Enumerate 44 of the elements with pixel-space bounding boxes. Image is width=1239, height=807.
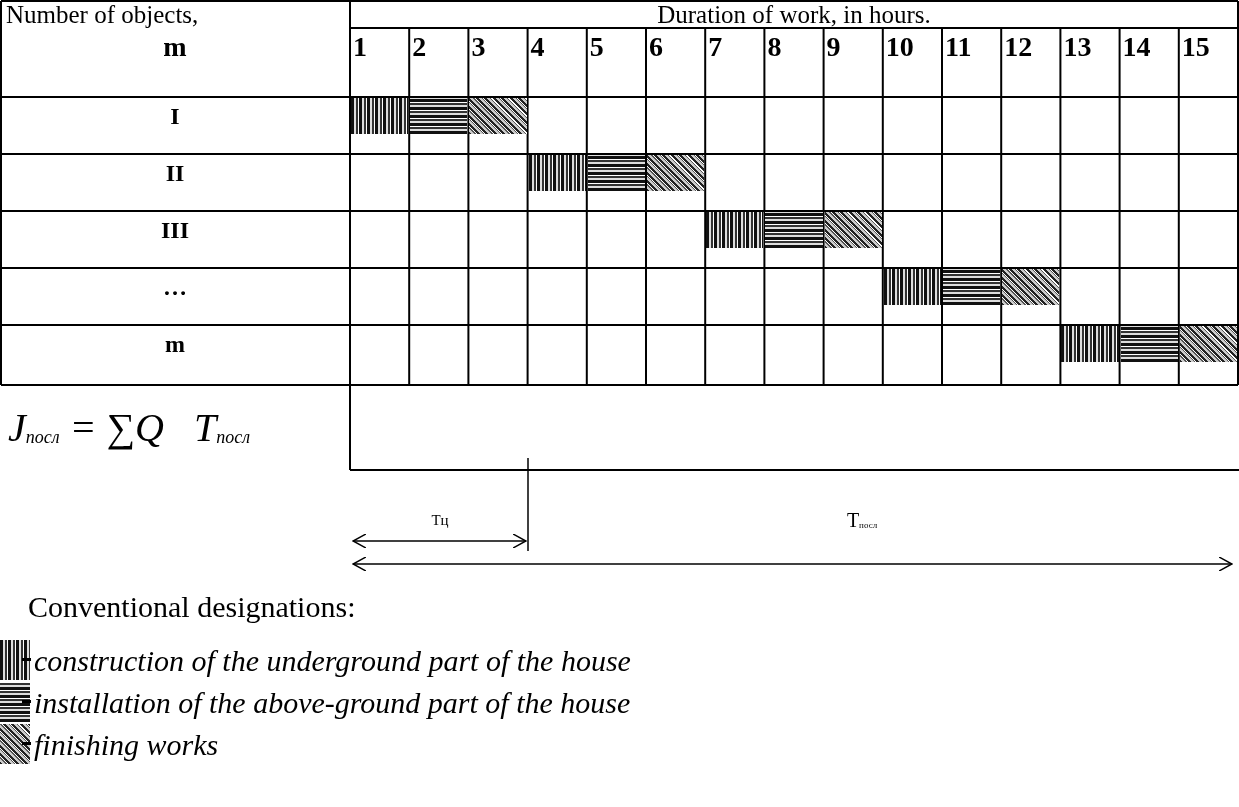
vertical-stripe-bar — [706, 212, 764, 248]
row-label: m — [165, 332, 185, 356]
hour-number: 9 — [826, 33, 841, 61]
diagonal-hatch-bar — [647, 155, 705, 191]
hour-number: 3 — [471, 33, 486, 61]
dimension-label: Т$_{посл}$ — [846, 510, 878, 530]
hour-number: 15 — [1181, 33, 1210, 61]
hour-number: 7 — [708, 33, 723, 61]
vertical-stripe-bar — [883, 269, 941, 305]
hour-number: 1 — [353, 33, 367, 61]
hour-number: 12 — [1004, 33, 1033, 61]
diagonal-hatch-bar — [1002, 269, 1060, 305]
row-label: I — [170, 104, 180, 128]
vertical-stripe-bar — [351, 98, 409, 134]
horizontal-stripe-bar — [1120, 326, 1178, 362]
row-label: III — [161, 218, 189, 242]
hour-number: 6 — [649, 33, 663, 61]
horizontal-stripe-bar — [587, 155, 645, 191]
legend-text: installation of the above-ground part of the house — [34, 688, 631, 718]
diagonal-hatch-bar — [824, 212, 882, 248]
diagonal-hatch-bar — [469, 98, 527, 134]
column-header: Number of objects, — [6, 2, 199, 27]
hour-number: 2 — [412, 33, 427, 61]
vertical-stripe-bar — [528, 155, 586, 191]
hour-number: 13 — [1063, 33, 1092, 61]
row-label: II — [165, 161, 185, 185]
vertical-stripe-bar — [1061, 326, 1119, 362]
legend-title: Conventional designations: — [28, 592, 356, 622]
horizontal-stripe-bar — [765, 212, 823, 248]
hour-number: 4 — [530, 33, 545, 61]
hour-number: 14 — [1122, 33, 1151, 61]
diagonal-hatch-bar — [1179, 326, 1237, 362]
horizontal-stripe-bar — [410, 98, 468, 134]
hour-number: 10 — [885, 33, 914, 61]
row-label: m — [163, 33, 187, 61]
legend-text: construction of the underground part of the house — [34, 646, 631, 676]
hour-number: 8 — [767, 33, 782, 61]
hour-number: 5 — [589, 33, 604, 61]
row-label: … — [163, 275, 187, 299]
dimension-label: Тц — [431, 513, 449, 528]
column-header: Duration of work, in hours. — [657, 2, 931, 27]
hour-number: 11 — [945, 33, 972, 61]
horizontal-stripe-bar — [943, 269, 1001, 305]
legend-text: finishing works — [34, 730, 219, 760]
